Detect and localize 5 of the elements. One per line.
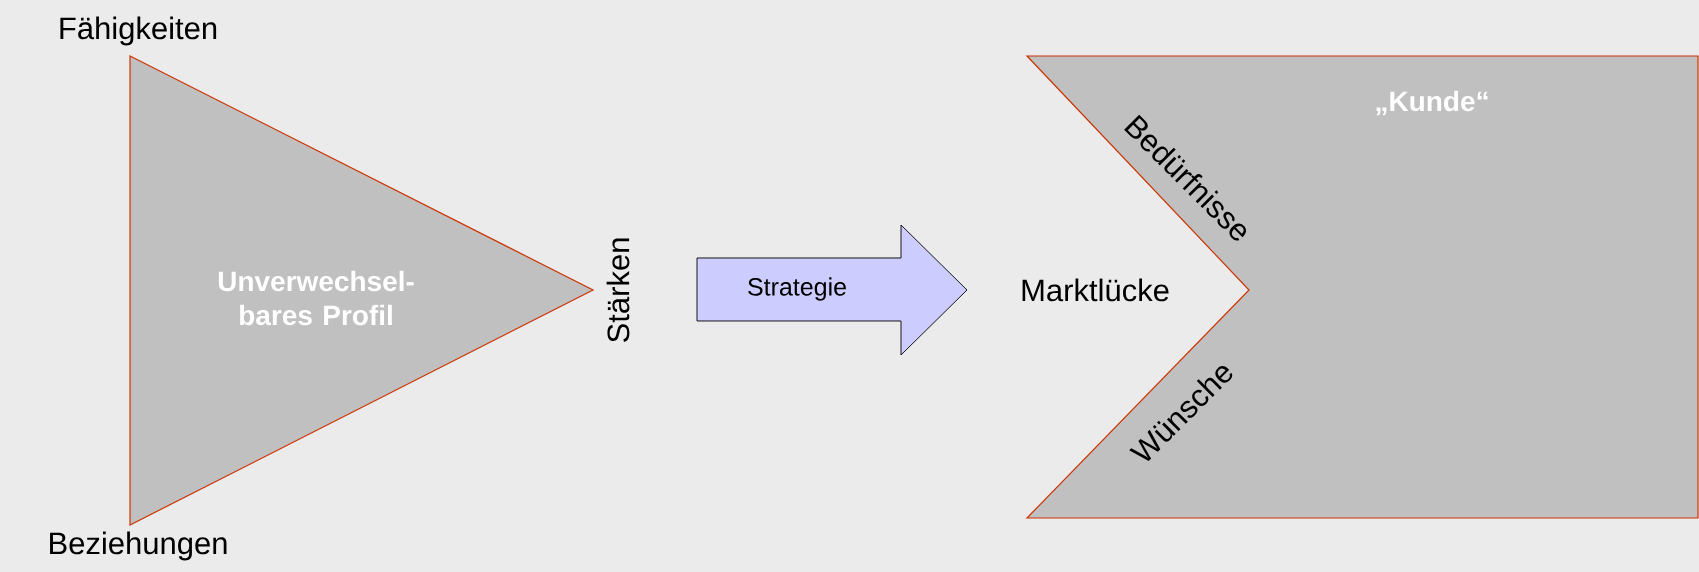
side-label: Marktlücke: [1022, 278, 1169, 302]
corner-label: Fähigkeiten: [60, 16, 217, 46]
side-label: Stärken: [606, 238, 630, 342]
profile-triangle: Unverwechsel- bares Profil: [129, 55, 595, 526]
corner-label: Beziehungen: [50, 531, 227, 561]
